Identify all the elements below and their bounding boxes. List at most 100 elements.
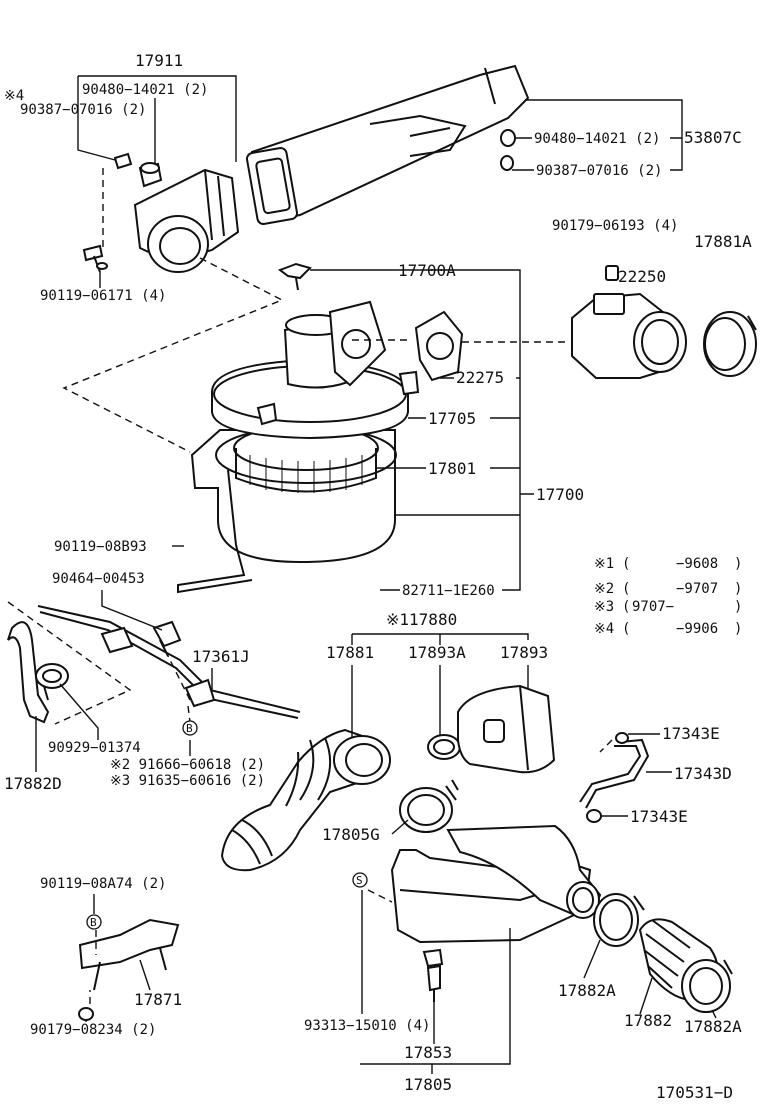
marker-s: S bbox=[352, 872, 368, 888]
label-117880: ※117880 bbox=[386, 610, 457, 629]
label-17700: 17700 bbox=[536, 485, 584, 504]
vacuum-pipe-17361j bbox=[37, 605, 301, 719]
label-17361j: 17361J bbox=[192, 647, 250, 666]
label-17871: 17871 bbox=[134, 990, 182, 1009]
airflow-meter-22250 bbox=[571, 292, 687, 379]
note-row-1: ※1 ( −9608 ) bbox=[594, 556, 742, 572]
note-close-4: ) bbox=[734, 621, 742, 637]
marker-b-lower: B bbox=[86, 914, 102, 930]
clamp-17805g bbox=[399, 779, 459, 833]
label-91666-60618: ※2 91666−60618 (2) bbox=[110, 757, 265, 773]
vacuum-hose-17343d bbox=[579, 732, 650, 823]
clip-17853 bbox=[422, 948, 444, 1002]
note-from-3: 9707− bbox=[632, 599, 674, 615]
gasket-22275 bbox=[414, 310, 464, 382]
note-mark-4: ※4 bbox=[594, 621, 614, 637]
label-90119-08b93: 90119−08B93 bbox=[54, 539, 147, 555]
note-open-4: ( bbox=[622, 621, 630, 637]
label-93313-15010: 93313−15010 (4) bbox=[304, 1018, 430, 1034]
marker-s-text: S bbox=[356, 874, 363, 887]
clamp-band-17882a-left bbox=[593, 893, 645, 947]
note-close-2: ) bbox=[734, 581, 742, 597]
note-open-2: ( bbox=[622, 581, 630, 597]
resonator-17805 bbox=[390, 824, 602, 944]
note-to-4: −9906 bbox=[676, 621, 718, 637]
note-mark-2: ※2 bbox=[594, 581, 614, 597]
note-mark-1: ※1 bbox=[594, 556, 614, 572]
label-22250: 22250 bbox=[618, 267, 666, 286]
note-row-4: ※4 ( −9906 ) bbox=[594, 621, 742, 637]
label-17893a: 17893A bbox=[408, 643, 466, 662]
label-90387-07016-left: 90387−07016 (2) bbox=[20, 102, 146, 118]
intake-hose-17881 bbox=[220, 728, 391, 872]
label-91635-60616: ※3 91635−60616 (2) bbox=[110, 773, 265, 789]
clamp-90929-01374 bbox=[35, 663, 69, 701]
label-17805g: 17805G bbox=[322, 825, 380, 844]
note-to-2: −9707 bbox=[676, 581, 718, 597]
note-open-1: ( bbox=[622, 556, 630, 572]
label-17801: 17801 bbox=[428, 459, 476, 478]
label-90464-00453: 90464−00453 bbox=[52, 571, 145, 587]
bracket-17700a bbox=[277, 262, 312, 291]
clip-90387-left bbox=[113, 152, 133, 170]
grommet-90480-right bbox=[500, 129, 516, 147]
label-90119-08a74: 90119−08A74 (2) bbox=[40, 876, 166, 892]
label-90480-14021-left: 90480−14021 (2) bbox=[82, 82, 208, 98]
label-17343e-upper: 17343E bbox=[662, 724, 720, 743]
note-to-1: −9608 bbox=[676, 556, 718, 572]
label-90480-14021-right: 90480−14021 (2) bbox=[534, 131, 660, 147]
bolt-90179-06193 bbox=[605, 265, 619, 281]
label-90929-01374: 90929−01374 bbox=[48, 740, 141, 756]
label-17853: 17853 bbox=[404, 1043, 452, 1062]
label-17893: 17893 bbox=[500, 643, 548, 662]
marker-b-lower-text: B bbox=[90, 916, 97, 929]
label-17343e-lower: 17343E bbox=[630, 807, 688, 826]
note-close-1: ) bbox=[734, 556, 742, 572]
label-17881a: 17881A bbox=[694, 232, 752, 251]
label-17705: 17705 bbox=[428, 409, 476, 428]
note-row-3: ※3 ( 9707− ) bbox=[594, 599, 742, 615]
resonator-17893 bbox=[457, 684, 556, 774]
label-17882d: 17882D bbox=[4, 774, 62, 793]
note-mark-3: ※3 bbox=[594, 599, 614, 615]
label-17700a: 17700A bbox=[398, 261, 456, 280]
label-22275: 22275 bbox=[456, 368, 504, 387]
label-17911: 17911 bbox=[135, 51, 183, 70]
clamp-band-17882a-right bbox=[681, 959, 733, 1013]
diagram-id: 170531−D bbox=[656, 1083, 733, 1102]
air-inlet-duct-53807c bbox=[246, 64, 530, 225]
label-17882a-left: 17882A bbox=[558, 981, 616, 1000]
label-82711-1e260: 82711−1E260 bbox=[402, 583, 495, 599]
applicability-notes: ※1 ( −9608 ) ※2 ( −9707 ) ※3 ( 9707− ) ※… bbox=[594, 556, 742, 637]
label-17343d: 17343D bbox=[674, 764, 732, 783]
note-open-3: ( bbox=[622, 599, 630, 615]
label-90119-06171: 90119−06171 (4) bbox=[40, 288, 166, 304]
clip-90464-00453 bbox=[152, 620, 182, 657]
marker-b-upper: B bbox=[182, 720, 198, 736]
intake-duct-17911 bbox=[133, 168, 240, 273]
label-53807c: 53807C bbox=[684, 128, 742, 147]
bolt-90119-06171 bbox=[82, 244, 108, 273]
label-17805: 17805 bbox=[404, 1075, 452, 1094]
marker-b-upper-text: B bbox=[186, 722, 193, 735]
note-close-3: ) bbox=[734, 599, 742, 615]
grommet-90480-left bbox=[138, 162, 163, 188]
bracket-17871 bbox=[78, 918, 180, 991]
label-note4-marker: ※4 bbox=[4, 88, 24, 104]
label-17882a-right: 17882A bbox=[684, 1017, 742, 1036]
hose-17882d bbox=[7, 621, 50, 724]
label-17881: 17881 bbox=[326, 643, 374, 662]
phantom-lines bbox=[7, 168, 613, 1004]
clamp-17893a bbox=[427, 734, 461, 760]
leader-lines bbox=[35, 75, 717, 1074]
clamp-band-17881a bbox=[703, 311, 757, 377]
label-90387-07016-right: 90387−07016 (2) bbox=[536, 163, 662, 179]
label-90179-06193: 90179−06193 (4) bbox=[552, 218, 678, 234]
note-row-2: ※2 ( −9707 ) bbox=[594, 581, 742, 597]
label-90179-08234: 90179−08234 (2) bbox=[30, 1022, 156, 1038]
nut-90179-08234 bbox=[78, 1007, 94, 1021]
air-cleaner-assembly-17700 bbox=[177, 300, 420, 594]
clip-90387-right bbox=[500, 155, 514, 171]
label-17882: 17882 bbox=[624, 1011, 672, 1030]
